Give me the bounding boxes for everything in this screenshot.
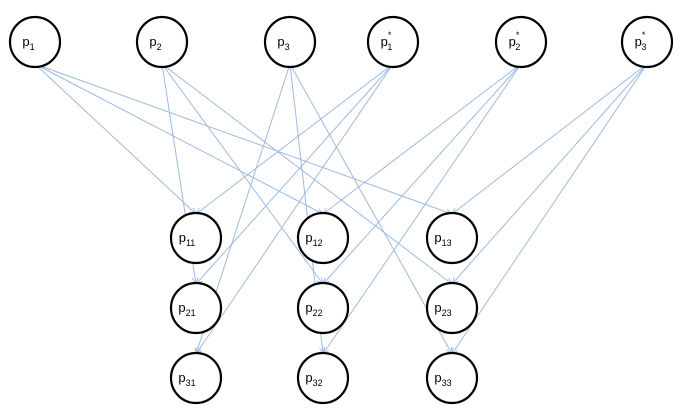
edge-ps3-to-p13 — [452, 63, 648, 214]
node-label: p* 1 — [381, 30, 393, 52]
edge-ps2-to-p22 — [323, 63, 522, 284]
node-label-superscript: * — [388, 30, 392, 40]
node-label: p2 — [149, 34, 161, 52]
node-label-subscript: 22 — [313, 308, 323, 318]
edge-ps3-to-p33 — [452, 63, 648, 354]
node-p3: p3 — [263, 15, 317, 69]
node-label-base: p — [22, 34, 29, 49]
node-label: p1 — [22, 34, 34, 52]
node-label-subscript: 11 — [186, 238, 195, 248]
edge-p2-to-p23 — [161, 63, 452, 284]
node-label-subscript: 1 — [30, 42, 35, 52]
node-p31: p31 — [169, 351, 223, 405]
node-circle — [366, 15, 420, 69]
node-circle — [169, 281, 223, 335]
node-p12: p12 — [296, 211, 350, 265]
node-circle — [620, 15, 674, 69]
node-label: p33 — [434, 370, 451, 388]
node-p21: p21 — [169, 281, 223, 335]
node-label-subscript: 13 — [442, 238, 452, 248]
node-circle — [425, 281, 479, 335]
edges-layer — [34, 63, 648, 354]
node-p23: p23 — [425, 281, 479, 335]
node-label: p12 — [305, 230, 322, 248]
node-ps3: p* 3 — [620, 15, 674, 69]
node-label-base: p — [305, 300, 312, 315]
node-label: p* 2 — [509, 30, 521, 52]
node-p11: p11 — [169, 211, 223, 265]
node-label-subscript: 23 — [442, 308, 452, 318]
edge-ps2-to-p32 — [323, 63, 522, 354]
node-label: p32 — [305, 370, 322, 388]
node-label-base: p — [178, 370, 185, 385]
node-label-superscript: * — [642, 30, 646, 40]
node-p22: p22 — [296, 281, 350, 335]
edge-ps1-to-p11 — [196, 63, 394, 214]
edge-p1-to-p13 — [34, 63, 452, 214]
node-circle — [296, 211, 350, 265]
node-circle — [169, 211, 223, 265]
node-label-subscript: 33 — [442, 378, 452, 388]
node-label-base: p — [305, 230, 312, 245]
node-label-base: p — [178, 300, 185, 315]
node-circle — [425, 211, 479, 265]
node-ps1: p* 1 — [366, 15, 420, 69]
node-label-subscript: 31 — [186, 378, 196, 388]
node-label: p11 — [179, 230, 196, 248]
node-circle — [494, 15, 548, 69]
edge-ps2-to-p12 — [323, 63, 522, 214]
edge-ps1-to-p31 — [196, 63, 394, 354]
node-circle — [263, 15, 317, 69]
node-label-subscript: 3 — [641, 42, 646, 52]
node-p33: p33 — [425, 351, 479, 405]
node-label: p31 — [178, 370, 195, 388]
node-label-subscript: 32 — [313, 378, 323, 388]
edge-p2-to-p22 — [161, 63, 323, 284]
node-label-subscript: 3 — [285, 42, 290, 52]
node-ps2: p* 2 — [494, 15, 548, 69]
node-p2: p2 — [135, 15, 189, 69]
node-label: p22 — [305, 300, 322, 318]
node-label-base: p — [277, 34, 284, 49]
node-circle — [296, 351, 350, 405]
node-label-base: p — [434, 370, 441, 385]
node-label-subscript: 21 — [186, 308, 196, 318]
node-label-base: p — [434, 230, 441, 245]
node-label-base: p — [149, 34, 156, 49]
node-p1: p1 — [8, 15, 62, 69]
node-label-subscript: 2 — [515, 42, 520, 52]
node-label-subscript: 12 — [313, 238, 323, 248]
node-label-subscript: 1 — [387, 42, 392, 52]
node-p13: p13 — [425, 211, 479, 265]
node-circle — [296, 281, 350, 335]
node-label-superscript: * — [516, 30, 520, 40]
node-label-base: p — [179, 230, 186, 245]
node-label-subscript: 2 — [157, 42, 162, 52]
edge-p3-to-p33 — [289, 63, 452, 354]
node-label-base: p — [509, 34, 516, 49]
node-p32: p32 — [296, 351, 350, 405]
node-label: p3 — [277, 34, 289, 52]
node-circle — [8, 15, 62, 69]
node-label-base: p — [635, 34, 642, 49]
node-label-base: p — [434, 300, 441, 315]
node-circle — [169, 351, 223, 405]
node-label-base: p — [305, 370, 312, 385]
edge-ps1-to-p21 — [196, 63, 394, 284]
edge-p1-to-p11 — [34, 63, 196, 214]
node-circle — [135, 15, 189, 69]
node-label-base: p — [381, 34, 388, 49]
edge-p1-to-p12 — [34, 63, 323, 214]
node-label: p21 — [178, 300, 195, 318]
edge-ps3-to-p23 — [452, 63, 648, 284]
node-label: p13 — [434, 230, 451, 248]
node-circle — [425, 351, 479, 405]
node-label: p23 — [434, 300, 451, 318]
node-label: p* 3 — [635, 30, 647, 52]
